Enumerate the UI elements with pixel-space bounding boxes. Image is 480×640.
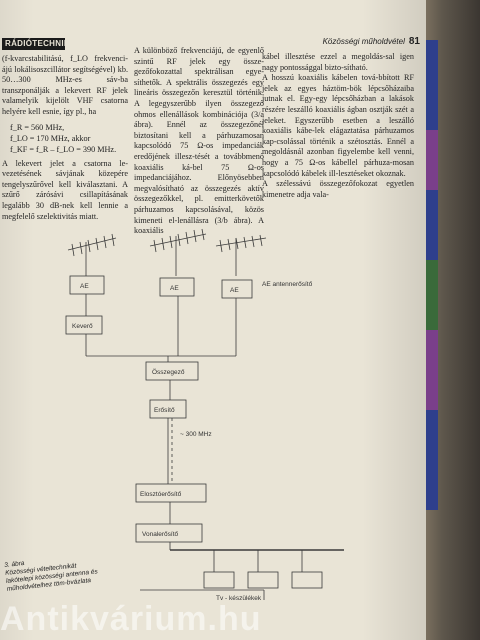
color-tab <box>426 260 438 330</box>
label-line-amp: Vonalerősítő <box>142 531 179 538</box>
watermark: Antikvárium.hu <box>0 600 262 638</box>
label-mixer: Összegező <box>152 368 185 376</box>
label-ae: AE <box>80 283 89 290</box>
yagi-antenna-icon <box>67 233 117 257</box>
text-column-3: kábel illesztése ezzel a megoldás-sal ig… <box>262 52 414 200</box>
label-ae: AE <box>230 287 239 294</box>
color-tab <box>426 40 438 130</box>
ae-box <box>69 275 105 295</box>
section-tag: RÁDIÓTECHNIKA <box>2 38 76 50</box>
label-converter: Keverő <box>72 323 93 330</box>
color-tab <box>426 130 438 190</box>
text-column-1: (f-kvarcstabilitású, f_LO frekvenci-ájú … <box>2 54 128 222</box>
paragraph: A lekevert jelet a csatorna le-vezetésén… <box>2 158 128 221</box>
distribution-amp-box <box>135 483 207 503</box>
yagi-antenna-icon <box>215 234 267 253</box>
paragraph: A hosszú koaxiális kábelen tová-bbított … <box>262 73 414 178</box>
label-tv-sets: Tv - készülékek <box>216 595 262 602</box>
paragraph: kábel illesztése ezzel a megoldás-sal ig… <box>262 52 414 72</box>
paragraph: (f-kvarcstabilitású, f_LO frekvenci-ájú … <box>2 54 128 116</box>
formula-line: f_LO = 170 MHz, akkor <box>10 133 91 143</box>
label-ae-note: AE antennerősítő <box>262 281 313 288</box>
page-number: 81 <box>408 36 420 47</box>
formula-line: f_KF = f_R – f_LO = 390 MHz. <box>10 144 117 154</box>
ae-box <box>159 277 195 297</box>
paragraph: A különböző frekvenciájú, de egyenlő szi… <box>134 46 264 236</box>
converter-box <box>65 315 103 335</box>
yagi-antenna-icon <box>149 228 207 253</box>
paragraph: A szélessávú összegezőfokozat egyetlen k… <box>262 179 414 199</box>
section-title: Közösségi műholdvétel <box>322 37 405 46</box>
label-frequency: ~ 300 MHz <box>180 431 212 438</box>
label-ae: AE <box>170 285 179 292</box>
tv-icon <box>203 571 235 589</box>
formula-block: f_R = 560 MHz, f_LO = 170 MHz, akkor f_K… <box>10 122 128 155</box>
line-amp-box <box>135 523 203 543</box>
ae-box <box>221 279 253 299</box>
color-tab <box>426 330 438 410</box>
block-diagram: AE AE AE AE antennerősítő Keverő Összege… <box>65 228 344 602</box>
label-amplifier: Erősítő <box>154 407 175 414</box>
color-tab <box>426 410 438 510</box>
tv-icon <box>247 571 279 589</box>
label-distribution-amp: Elosztóerősítő <box>140 491 182 498</box>
mixer-box <box>145 361 199 381</box>
color-tab <box>426 190 438 260</box>
tv-icon <box>291 571 323 589</box>
text-column-2: A különböző frekvenciájú, de egyenlő szi… <box>134 46 264 237</box>
formula-line: f_R = 560 MHz, <box>10 122 65 132</box>
